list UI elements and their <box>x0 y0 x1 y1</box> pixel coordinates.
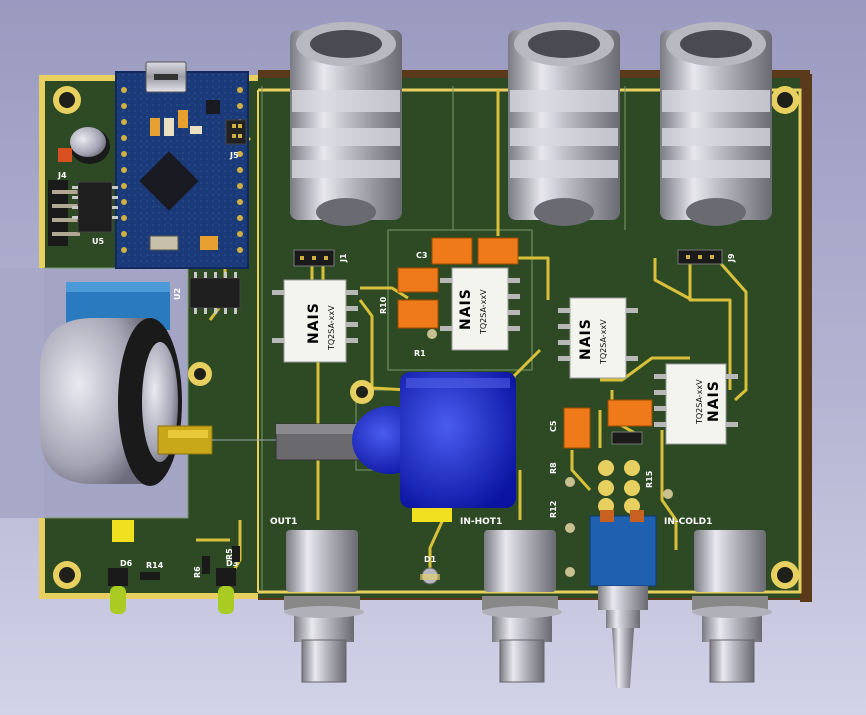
label-out: OUT1 <box>270 517 297 527</box>
label-r1: R1 <box>414 349 426 358</box>
capacitor-c3: C3 <box>416 237 519 265</box>
relay-3: NAIS TQ2SA-xxV <box>558 297 638 379</box>
relay-1: NAIS TQ2SA-xxV <box>272 279 358 363</box>
relay-1-brand: NAIS <box>306 302 322 344</box>
label-r10: R10 <box>379 296 388 314</box>
label-j5: J5 <box>229 151 239 160</box>
toggle-switch <box>589 510 657 688</box>
mounting-hole-bl <box>53 561 81 589</box>
capacitors-r10-group: R10 <box>379 267 439 329</box>
label-in-cold: IN-COLD1 <box>664 517 712 527</box>
label-c3: C3 <box>416 251 427 260</box>
relay-2: NAIS TQ2SA-xxV <box>440 267 520 351</box>
label-r5: R5 <box>225 548 234 560</box>
audio-jack-1 <box>290 22 402 226</box>
label-j4: J4 <box>57 171 67 180</box>
label-r6: R6 <box>193 566 202 578</box>
label-r12: R12 <box>549 501 558 518</box>
audio-jack-2 <box>508 22 620 226</box>
chip-u5: U5 <box>72 181 118 246</box>
header-j5: J5 <box>225 119 247 160</box>
mcu-chip <box>139 151 199 211</box>
header-small <box>611 431 643 445</box>
bnc-in-hot: IN-HOT1 <box>460 517 562 683</box>
label-u2: U2 <box>173 288 182 300</box>
chip-u2: U2 <box>173 272 241 314</box>
label-r15: R15 <box>645 470 654 488</box>
relay-4: NAIS TQ2SA-xxV <box>654 363 738 445</box>
resistor-r8: R8 <box>549 462 575 487</box>
header-j4: J4 <box>48 171 80 246</box>
relay-1-part: TQ2SA-xxV <box>327 305 336 351</box>
header-j9: J9 <box>677 249 736 265</box>
mounting-hole-pot <box>350 380 374 404</box>
relay-2-brand: NAIS <box>458 288 474 330</box>
resistor-r15: R15 <box>645 470 673 499</box>
capacitor-c5: C5 <box>549 399 653 449</box>
relay-4-brand: NAIS <box>706 380 722 422</box>
label-in-hot: IN-HOT1 <box>460 517 502 527</box>
pad-marker <box>112 520 134 542</box>
led-d3: D3 <box>216 559 238 614</box>
mounting-hole-tl <box>53 86 81 114</box>
resistor-r12: R12 <box>549 501 575 533</box>
bnc-out: OUT1 <box>270 517 364 683</box>
label-r8: R8 <box>549 462 558 474</box>
relay-3-brand: NAIS <box>578 318 594 360</box>
motor-assembly <box>40 282 213 486</box>
relay-3-part: TQ2SA-xxV <box>599 319 608 365</box>
bnc-in-cold: IN-COLD1 <box>664 517 772 683</box>
resistor-r1: R1 <box>414 329 437 358</box>
arduino-pro-mini <box>115 61 249 269</box>
switch-pads <box>598 460 640 514</box>
relay-4-part: TQ2SA-xxV <box>695 379 704 425</box>
resistor-r6: R6 <box>193 556 210 578</box>
mounting-hole-br <box>771 561 799 589</box>
label-d6: D6 <box>120 559 133 568</box>
potentiometer <box>275 372 516 522</box>
mounting-hole-mid <box>188 362 212 386</box>
label-d3: D3 <box>226 559 238 568</box>
electrolytic-capacitor <box>58 127 110 164</box>
resistor-r5: R5 <box>225 546 240 562</box>
mounting-hole-tr <box>771 86 799 114</box>
label-j1: J1 <box>339 253 348 263</box>
label-u5: U5 <box>92 237 104 246</box>
label-c5: C5 <box>549 420 558 432</box>
label-j9: J9 <box>727 253 736 263</box>
header-j1: J1 <box>293 249 348 267</box>
led-d6: D6 <box>108 559 133 614</box>
audio-jack-3 <box>660 22 772 226</box>
resistor-r14: R14 <box>140 561 164 580</box>
led-d1: D1 <box>420 555 440 585</box>
label-r14: R14 <box>146 561 164 570</box>
mounting-holes <box>53 86 799 589</box>
label-d1: D1 <box>424 555 437 564</box>
relay-2-part: TQ2SA-xxV <box>479 289 488 335</box>
